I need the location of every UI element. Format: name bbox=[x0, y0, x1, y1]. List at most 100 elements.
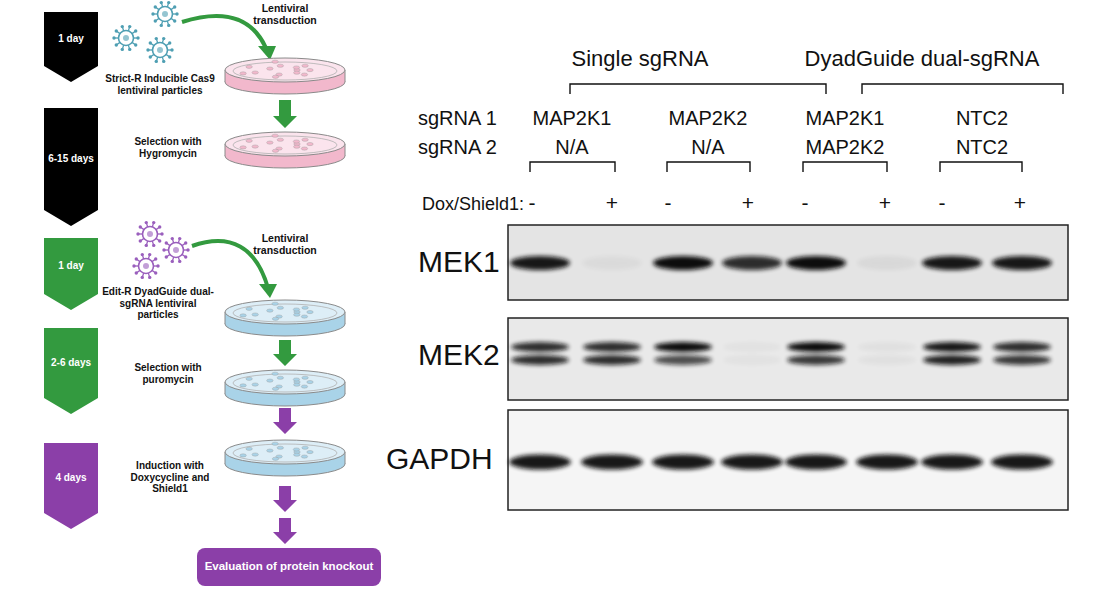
virus-icon bbox=[112, 25, 139, 51]
protein-band bbox=[583, 342, 641, 352]
cell bbox=[240, 314, 246, 317]
cell bbox=[267, 141, 273, 144]
blot-panel bbox=[508, 410, 1068, 510]
virus-spike-tip bbox=[121, 25, 124, 28]
virus-spike-tip bbox=[160, 24, 163, 27]
protein-band bbox=[723, 342, 781, 352]
protein-band bbox=[723, 355, 781, 365]
virus-spike-tip bbox=[165, 255, 168, 258]
row-heading: sgRNA 2 bbox=[418, 136, 518, 159]
treatment-sign: + bbox=[597, 191, 627, 215]
chevron-shape bbox=[44, 328, 98, 414]
dish-top bbox=[225, 300, 345, 324]
protein-label: MEK2 bbox=[418, 338, 504, 373]
cell bbox=[240, 146, 246, 149]
virus-spike-tip bbox=[121, 48, 124, 51]
protein-band bbox=[993, 342, 1051, 352]
virus-spike-tip bbox=[146, 48, 149, 51]
dish-top bbox=[225, 58, 345, 82]
virus-spike-tip bbox=[178, 260, 181, 263]
cell bbox=[272, 134, 278, 137]
protein-band bbox=[510, 256, 570, 270]
treatment-sign: + bbox=[1005, 191, 1035, 215]
arrow-head bbox=[259, 284, 277, 298]
cell bbox=[246, 307, 252, 310]
protein-band bbox=[993, 355, 1051, 365]
protein-band bbox=[787, 342, 845, 352]
guide-name: MAP2K2 bbox=[653, 107, 763, 130]
chevron-fill bbox=[44, 12, 98, 82]
chevron-shape bbox=[44, 238, 98, 310]
virus-spike-tip bbox=[184, 241, 187, 244]
cell bbox=[240, 72, 246, 75]
step-description: Lentiviral transduction bbox=[245, 232, 325, 256]
cell bbox=[277, 376, 283, 379]
virus-spike-tip bbox=[135, 271, 138, 274]
virus-spike-tip bbox=[168, 41, 171, 44]
step-chevron: 1 day bbox=[44, 238, 98, 310]
virus-spike-tip bbox=[145, 244, 148, 247]
flow-arrow bbox=[273, 100, 297, 128]
virus-spike-tip bbox=[156, 264, 159, 267]
treatment-sign: - bbox=[790, 191, 820, 215]
virus-spike-tip bbox=[171, 237, 174, 240]
cell bbox=[301, 73, 307, 76]
virus-spike-tip bbox=[154, 271, 157, 274]
petri-dish bbox=[225, 300, 345, 336]
protein-band bbox=[856, 455, 918, 470]
protein-band bbox=[785, 455, 847, 470]
result-label: Evaluation of protein knockout bbox=[197, 548, 381, 586]
group-heading: Single sgRNA bbox=[530, 46, 750, 71]
dish-rim bbox=[233, 374, 337, 392]
treatment-sign: - bbox=[927, 191, 957, 215]
virus-spike-tip bbox=[155, 60, 158, 63]
protein-band bbox=[654, 355, 712, 365]
treatment-sign: - bbox=[653, 191, 683, 215]
cell bbox=[293, 140, 299, 143]
dish-rim bbox=[233, 136, 337, 154]
treatment-sign: + bbox=[870, 191, 900, 215]
cell bbox=[277, 64, 283, 67]
cell bbox=[272, 302, 278, 305]
virus-icon bbox=[132, 253, 159, 279]
virus-spike-tip bbox=[168, 55, 171, 58]
virus-spike-tip bbox=[112, 36, 115, 39]
row-heading: sgRNA 1 bbox=[418, 107, 518, 130]
step-chevron: 1 day bbox=[44, 12, 98, 82]
step-chevron: 4 days bbox=[44, 443, 98, 529]
virus-icon bbox=[136, 221, 163, 247]
cell bbox=[301, 315, 307, 318]
guide-name: N/A bbox=[653, 136, 763, 159]
virus-core bbox=[123, 35, 129, 41]
cell bbox=[272, 457, 278, 460]
step-description: Selection with puromycin bbox=[122, 362, 214, 385]
protein-band bbox=[511, 355, 569, 365]
cell bbox=[267, 379, 273, 382]
protein-band bbox=[922, 256, 982, 270]
guide-name: MAP2K1 bbox=[517, 107, 627, 130]
dish-top bbox=[225, 370, 345, 394]
treatment-sign: + bbox=[733, 191, 763, 215]
protein-band bbox=[509, 455, 571, 470]
cell bbox=[302, 446, 308, 449]
protein-label: MEK1 bbox=[418, 245, 504, 280]
cell bbox=[277, 138, 283, 141]
cell bbox=[240, 384, 246, 387]
virus-spike-tip bbox=[149, 41, 152, 44]
petri-dish bbox=[225, 370, 345, 406]
virus-capsid bbox=[119, 31, 134, 46]
flow-arrow bbox=[273, 486, 297, 512]
dish-top bbox=[225, 440, 345, 464]
virus-spike-tip bbox=[162, 60, 165, 63]
group-heading: DyadGuide dual-sgRNA bbox=[792, 46, 1052, 71]
flow-arrow bbox=[273, 340, 297, 366]
cell bbox=[272, 75, 278, 78]
virus-spike-tip bbox=[154, 19, 157, 22]
cell bbox=[252, 383, 258, 386]
chevron-fill bbox=[44, 443, 98, 529]
protein-band bbox=[582, 256, 642, 270]
step-description: Lentiviral transduction bbox=[245, 2, 325, 26]
flow-arrow bbox=[273, 408, 297, 434]
virus-spike-tip bbox=[148, 276, 151, 279]
virus-capsid bbox=[158, 7, 173, 22]
